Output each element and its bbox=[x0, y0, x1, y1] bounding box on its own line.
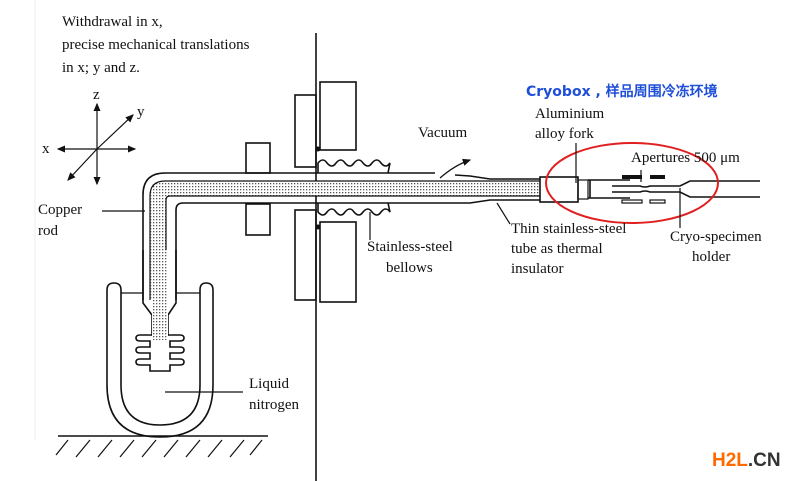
h2l-watermark-logo: H2L.CN bbox=[712, 450, 781, 471]
logo-part-2: .CN bbox=[748, 450, 781, 471]
bellows-label-1: Stainless-steel bbox=[367, 239, 453, 255]
logo-part-1: H2L bbox=[712, 450, 748, 471]
specimen-holder-label-2: holder bbox=[692, 249, 730, 265]
cryobox-annotation: Cryobox , 样品周围冷冻环境 bbox=[526, 83, 718, 100]
collar-bottom bbox=[245, 203, 271, 236]
specimen-holder-assembly bbox=[539, 170, 760, 204]
specimen-holder-label-1: Cryo-specimen bbox=[670, 229, 762, 245]
axes-icon: z y x bbox=[42, 87, 145, 186]
leader-lines bbox=[102, 143, 681, 393]
bellows bbox=[317, 159, 391, 216]
title-line-3: in x; y and z. bbox=[62, 60, 140, 76]
axis-y-label: y bbox=[137, 104, 145, 120]
title-line-2: precise mechanical translations bbox=[62, 37, 250, 53]
vacuum-label: Vacuum bbox=[418, 125, 467, 141]
cryobox-highlight-ellipse bbox=[545, 142, 719, 224]
collar-top bbox=[245, 142, 271, 174]
ground bbox=[55, 435, 268, 458]
copper-rod-assembly bbox=[142, 158, 540, 300]
thin-tube-label-3: insulator bbox=[511, 261, 564, 277]
liquid-nitrogen-label-2: nitrogen bbox=[249, 397, 299, 413]
title-block: Withdrawal in x, precise mechanical tran… bbox=[62, 14, 250, 76]
thin-tube-label-1: Thin stainless-steel bbox=[511, 221, 626, 237]
vacuum-wall bbox=[294, 33, 357, 481]
copper-rod-label-2: rod bbox=[38, 223, 58, 239]
fork-label-1: Aluminium bbox=[535, 106, 605, 122]
apertures-label: Apertures 500 μm bbox=[631, 150, 740, 166]
bellows-label-2: bellows bbox=[386, 260, 433, 276]
axis-x-label: x bbox=[42, 141, 50, 157]
thin-tube-label-2: tube as thermal bbox=[511, 241, 603, 257]
title-line-1: Withdrawal in x, bbox=[62, 14, 163, 30]
liquid-nitrogen-label-1: Liquid bbox=[249, 376, 289, 392]
axis-z-label: z bbox=[93, 87, 100, 103]
copper-rod-label-1: Copper bbox=[38, 202, 82, 218]
dewar bbox=[106, 250, 214, 438]
fork-label-2: alloy fork bbox=[535, 126, 594, 142]
